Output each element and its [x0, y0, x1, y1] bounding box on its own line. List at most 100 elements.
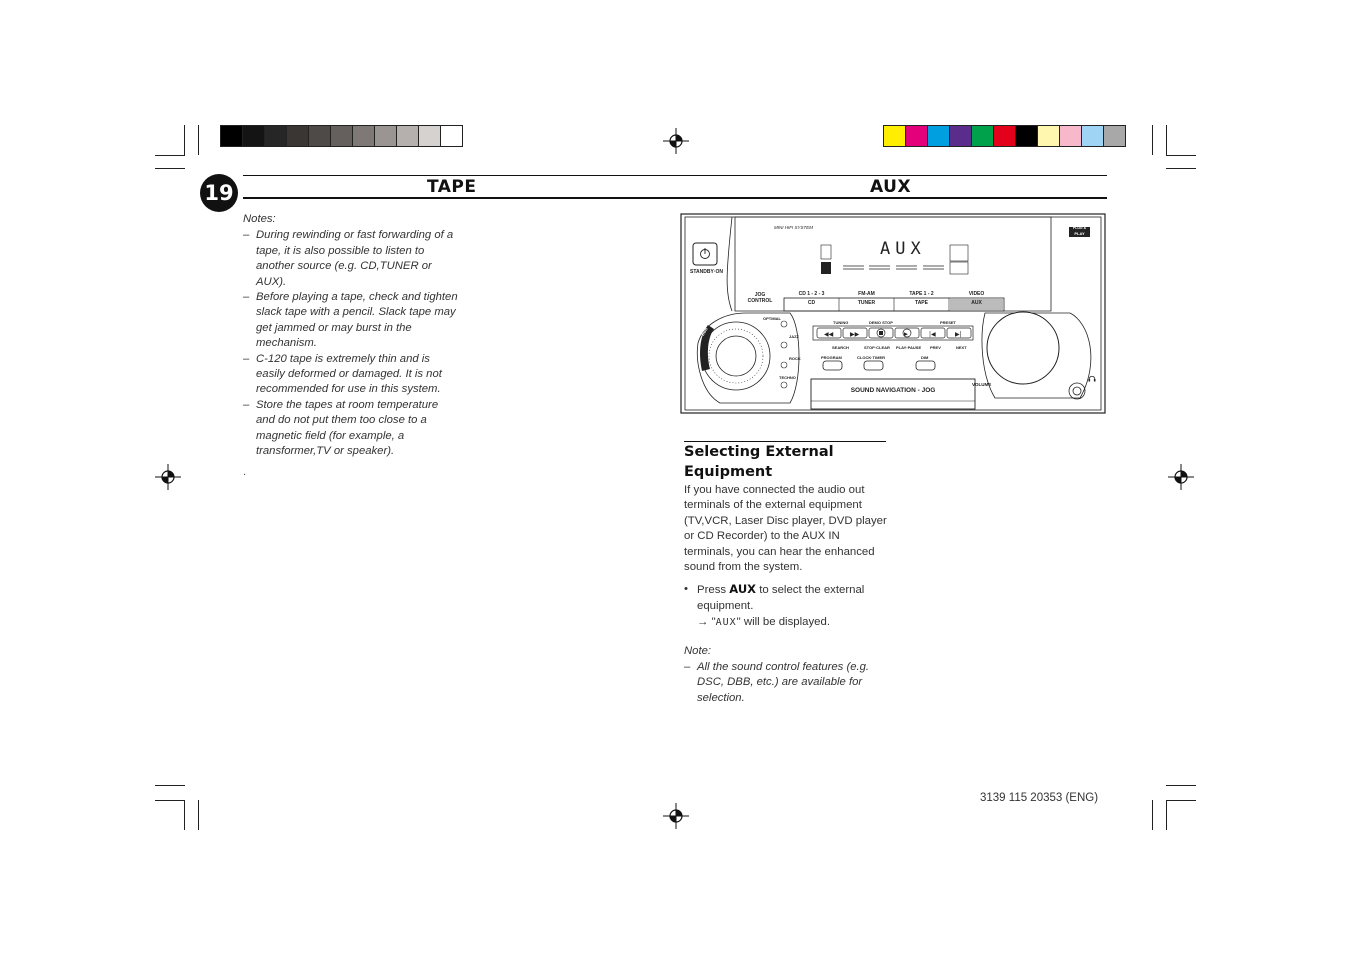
note-item: –During rewinding or fast forwarding of …: [243, 229, 454, 288]
tape-button: TAPE: [915, 300, 928, 306]
notes-heading: Notes:: [243, 213, 276, 225]
source-top-label: CD 1 - 2 - 3: [798, 291, 825, 297]
prev-label: PREV: [930, 345, 941, 350]
calibration-swatch: [243, 126, 265, 146]
calibration-swatch: [1082, 126, 1104, 146]
svg-text:▶▶: ▶▶: [850, 331, 860, 338]
crop-mark: [1166, 800, 1196, 801]
page-number-badge: 19: [200, 174, 238, 212]
calibration-swatch: [950, 126, 972, 146]
calibration-swatch: [221, 126, 243, 146]
sound-navigation-jog-label: SOUND NAVIGATION - JOG: [850, 387, 936, 394]
calibration-swatch: [1016, 126, 1038, 146]
dim-label: DIM: [921, 355, 929, 360]
clock-timer-label: CLOCK·TIMER: [857, 355, 885, 360]
crop-mark: [184, 125, 185, 155]
calibration-swatch: [972, 126, 994, 146]
aux-section-title: AUX: [870, 177, 912, 197]
svg-text:◀◀: ◀◀: [824, 331, 834, 338]
aux-body-paragraph: If you have connected the audio out term…: [684, 484, 887, 574]
standby-button-label: STANDBY·ON: [690, 269, 723, 275]
tuner-button: TUNER: [857, 300, 876, 306]
calibration-swatch: [419, 126, 441, 146]
device-front-panel-illustration: ◀◀ ▶▶ ▶ |◀ ▶| MINI HIFI SYSTEM AUX STAND…: [680, 213, 1106, 414]
device-outline: ◀◀ ▶▶ ▶ |◀ ▶|: [680, 213, 1106, 414]
grey-calibration-strip: [220, 125, 463, 147]
crop-mark: [1166, 168, 1196, 169]
aux-note-item: – All the sound control features (e.g. D…: [684, 660, 870, 704]
play-pause-label: PLAY·PAUSE: [896, 345, 922, 350]
calibration-swatch: [1060, 126, 1082, 146]
source-top-label: TAPE 1 - 2: [909, 291, 934, 297]
calibration-swatch: [265, 126, 287, 146]
crop-mark: [1166, 785, 1196, 786]
subhead-rule: [684, 441, 886, 442]
source-top-label: VIDEO: [968, 291, 985, 297]
crop-mark: [1166, 800, 1167, 830]
headphone-icon: [1088, 375, 1096, 382]
stray-mark: .: [243, 467, 247, 478]
crop-mark: [198, 800, 199, 830]
tape-section-title: TAPE: [427, 177, 477, 197]
registration-target-icon: [663, 128, 689, 154]
jog-control-label: JOG CONTROL: [747, 292, 773, 304]
aux-note-heading: Note:: [684, 645, 712, 657]
calibration-swatch: [353, 126, 375, 146]
source-top-label: FM-AM: [858, 291, 875, 297]
program-label: PROGRAM: [821, 355, 842, 360]
demo-stop-label: DEMO STOP: [869, 320, 893, 325]
registration-target-icon: [155, 464, 181, 490]
lcd-aux-text: AUX: [715, 617, 737, 628]
calibration-swatch: [287, 126, 309, 146]
next-label: NEXT: [956, 345, 967, 350]
dsc-rock-label: ROCK: [789, 356, 801, 361]
aux-instruction: • Press AUX to select the external equip…: [684, 581, 889, 631]
calibration-swatch: [994, 126, 1016, 146]
color-calibration-strip: [883, 125, 1126, 147]
lcd-display-readout: AUX: [880, 239, 926, 259]
calibration-swatch: [375, 126, 397, 146]
note-item: –C-120 tape is extremely thin and is eas…: [243, 352, 442, 396]
crop-mark: [198, 125, 199, 155]
calibration-swatch: [309, 126, 331, 146]
calibration-swatch: [441, 126, 462, 146]
tuning-label: TUNING: [833, 320, 849, 325]
calibration-swatch: [906, 126, 928, 146]
header-top-rule: [243, 175, 1107, 176]
crop-mark: [1166, 155, 1196, 156]
crop-mark: [155, 168, 185, 169]
svg-text:|◀: |◀: [929, 331, 936, 338]
cd-button: CD: [807, 300, 816, 306]
svg-text:▶: ▶: [904, 332, 908, 338]
registration-target-icon: [1168, 464, 1194, 490]
dsc-optimal-label: OPTIMAL: [763, 316, 781, 321]
dsc-jazz-label: JAZZ: [789, 334, 799, 339]
aux-button: AUX: [971, 300, 982, 306]
svg-text:▶|: ▶|: [955, 331, 962, 338]
header-bottom-rule: [243, 197, 1107, 199]
aux-key: AUX: [729, 582, 757, 596]
calibration-swatch: [1038, 126, 1060, 146]
catalog-code: 3139 115 20353 (ENG): [980, 792, 1099, 804]
plug-and-play-badge-top: PLUG &: [1072, 226, 1087, 230]
crop-mark: [155, 155, 185, 156]
calibration-swatch: [397, 126, 419, 146]
tape-notes: Notes: –During rewinding or fast forward…: [243, 212, 458, 460]
crop-mark: [1152, 125, 1153, 155]
note-item: –Before playing a tape, check and tighte…: [243, 291, 458, 350]
stop-clear-label: STOP·CLEAR: [864, 345, 890, 350]
preset-label: PRESET: [940, 320, 957, 325]
selecting-external-equipment-heading: Selecting External Equipment: [684, 444, 834, 480]
calibration-swatch: [928, 126, 950, 146]
crop-mark: [1166, 125, 1167, 155]
aux-note: Note: – All the sound control features (…: [684, 644, 894, 706]
dsc-techno-label: TECHNO: [779, 375, 796, 380]
calibration-swatch: [1104, 126, 1125, 146]
calibration-swatch: [884, 126, 906, 146]
plug-and-play-badge-bottom: PLAY: [1074, 231, 1085, 236]
note-item: –Store the tapes at room temperature and…: [243, 398, 439, 458]
display-result: → "AUX" will be displayed.: [697, 616, 830, 628]
calibration-swatch: [331, 126, 353, 146]
volume-label: VOLUME: [972, 382, 992, 387]
search-label: SEARCH: [832, 345, 849, 350]
